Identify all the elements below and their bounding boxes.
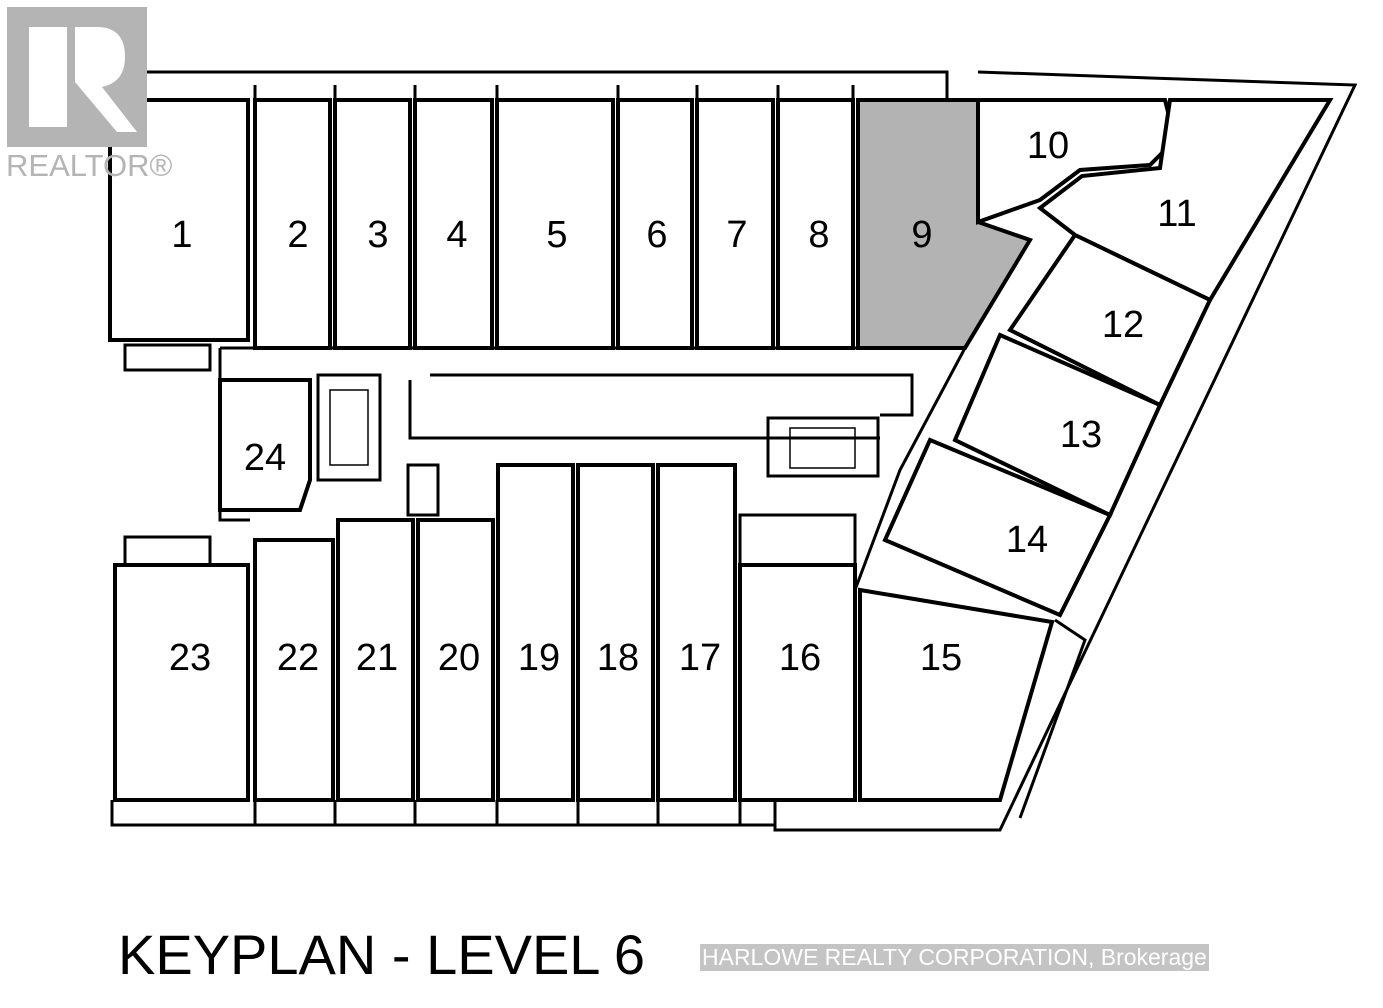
realtor-r-icon [29,27,137,132]
bottom-balcony [110,800,775,827]
stair-west-treads [329,389,369,466]
unit-14[interactable]: 14 [882,437,1113,618]
unit-2-label: 2 [287,214,308,256]
unit-11-label: 11 [1157,193,1196,235]
realtor-logo [7,7,147,147]
unit-9-label: 9 [911,214,932,256]
unit-6[interactable]: 6 [616,98,694,350]
unit-17[interactable]: 17 [656,463,737,802]
unit-23-label: 23 [169,637,211,679]
stair-west [316,373,382,482]
unit-7-label: 7 [726,214,747,256]
unit-6-label: 6 [646,214,667,256]
balcony-23 [123,535,212,567]
unit-15-label: 15 [920,637,962,679]
unit-23[interactable]: 23 [113,563,250,802]
stair-east [766,416,880,478]
unit-4[interactable]: 4 [413,98,494,350]
balcony-1 [123,343,212,372]
unit-5-label: 5 [546,214,567,256]
unit-1[interactable]: 1 [108,98,250,342]
unit-19[interactable]: 19 [496,463,575,802]
unit-4-label: 4 [446,214,467,256]
unit-2[interactable]: 2 [253,98,332,350]
shaft [406,463,440,517]
unit-3-label: 3 [367,214,388,256]
unit-24[interactable]: 24 [218,378,312,512]
unit-12-label: 12 [1102,304,1144,346]
unit-8-label: 8 [808,214,829,256]
unit-22-label: 22 [277,637,319,679]
unit-16[interactable]: 16 [738,563,857,802]
unit-3[interactable]: 3 [333,98,412,350]
unit-18[interactable]: 18 [576,463,655,802]
brokerage-watermark: HARLOWE REALTY CORPORATION, Brokerage [700,944,1209,971]
unit-18-label: 18 [597,637,639,679]
stair-east-treads [789,427,856,469]
south-east-balcony [1018,618,1087,819]
unit-1-label: 1 [171,214,192,256]
unit-15[interactable]: 15 [858,587,1055,802]
unit-24-label: 24 [244,437,286,479]
unit-19-label: 19 [518,637,560,679]
east-envelope [773,70,1358,832]
realtor-logo-text: REALTOR® [6,148,173,183]
top-balcony [138,70,949,100]
unit-14-label: 14 [1006,519,1048,561]
unit-5[interactable]: 5 [495,98,615,350]
unit-8[interactable]: 8 [776,98,855,350]
keyplan-title: KEYPLAN - LEVEL 6 [118,923,646,986]
unit-22[interactable]: 22 [253,538,335,802]
unit-17-label: 17 [679,637,721,679]
service-room [738,513,857,567]
unit-16-label: 16 [779,637,821,679]
unit-21[interactable]: 21 [336,518,415,802]
unit-20-label: 20 [438,637,480,679]
unit-20[interactable]: 20 [416,518,495,802]
unit-10-label: 10 [1027,125,1069,167]
unit-10[interactable]: 10 [976,98,1178,225]
unit-13-label: 13 [1060,414,1102,456]
unit-21-label: 21 [356,637,398,679]
unit-7[interactable]: 7 [695,98,775,350]
corridor [218,346,968,591]
